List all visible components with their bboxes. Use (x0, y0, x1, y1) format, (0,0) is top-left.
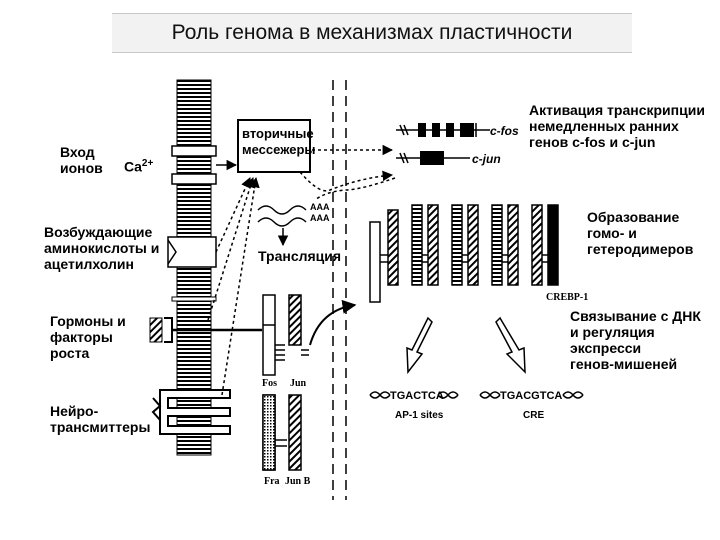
title-box: Роль генома в механизмах пластичности (112, 13, 632, 53)
fos-label: Fos (262, 378, 277, 389)
c-fos-gene (396, 123, 490, 137)
fos-protein (262, 294, 276, 376)
tgactca-label: TGACTCA (390, 390, 444, 402)
cre-label: CRE (523, 410, 545, 421)
junb-label: Jun B (285, 476, 311, 487)
dimers-group (369, 204, 559, 303)
tgacgtca-label: TGACGTCA (500, 390, 563, 402)
jun-label: Jun (290, 378, 307, 389)
page-title: Роль генома в механизмах пластичности (171, 21, 573, 44)
ca-label: Ca2+ (124, 158, 154, 175)
mrna-wave-2 (257, 217, 307, 227)
hormone-ligand (149, 317, 163, 343)
junb-protein (288, 394, 302, 471)
ion-channel-bottom (171, 173, 217, 185)
ap1-sites-label: AP-1 sites (395, 410, 444, 421)
arrow-cre (495, 316, 526, 374)
c-jun-label: c-jun (472, 152, 501, 166)
ion-channel-top (171, 145, 217, 157)
fra-label: Fra (264, 476, 280, 487)
second-messengers-box (237, 119, 311, 173)
jun-protein (288, 294, 302, 346)
mrna-wave-1 (257, 205, 307, 215)
neurotransmitters-label: Нейро-трансмиттеры (50, 403, 151, 435)
fra-protein (262, 394, 276, 471)
arrow-ap1 (406, 316, 433, 375)
crebp-label: CREBP-1 (546, 292, 589, 303)
translation-label: Трансляция (258, 248, 342, 264)
serpentine-receptor (159, 389, 231, 435)
c-jun-gene (396, 151, 470, 165)
c-fos-label: c-fos (490, 124, 519, 138)
